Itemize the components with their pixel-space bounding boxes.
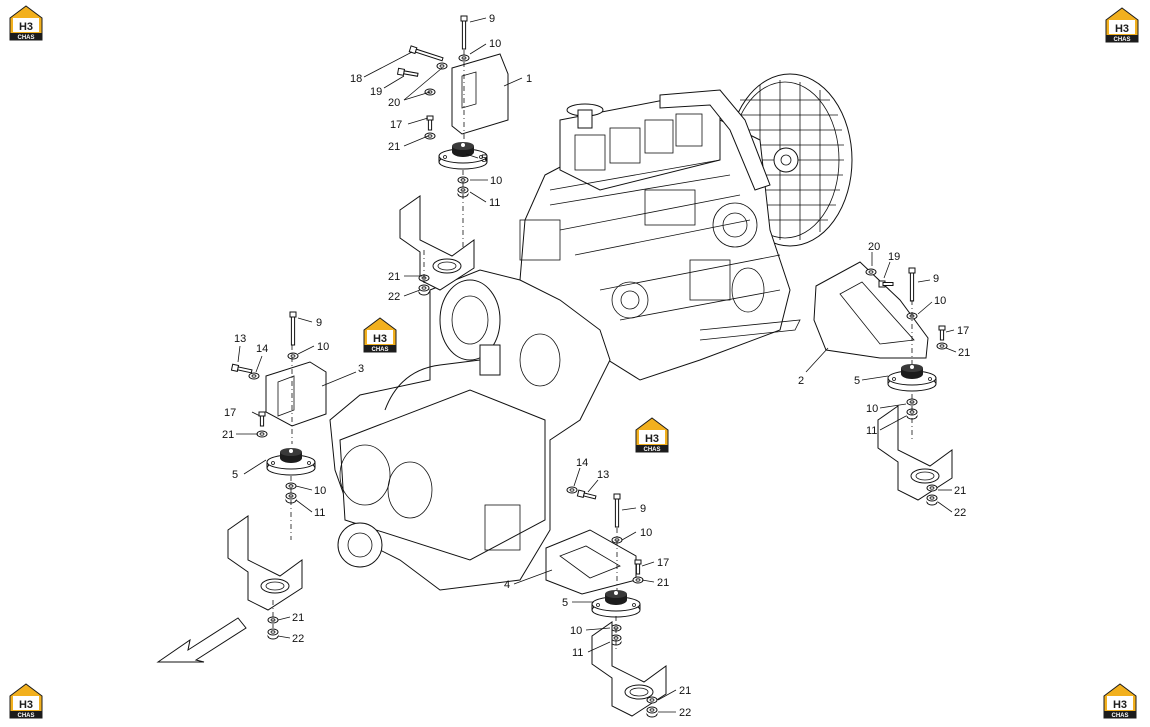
svg-text:H3: H3: [373, 333, 387, 345]
callout-10-right-lower: 10: [866, 403, 878, 415]
svg-text:CHAS: CHAS: [643, 447, 660, 453]
callout-21-right: 21: [958, 347, 970, 359]
leader-lines: [236, 17, 957, 713]
front-direction-arrow: [156, 617, 247, 663]
callout-5-left: 5: [232, 469, 238, 481]
callout-9-left: 9: [316, 317, 322, 329]
svg-text:CHAS: CHAS: [371, 347, 388, 353]
svg-text:CHAS: CHAS: [17, 35, 34, 41]
callout-10-bottom-lower: 10: [570, 625, 582, 637]
callout-9-right: 9: [933, 273, 939, 285]
callout-14-bottom: 14: [576, 457, 588, 469]
callout-17-top: 17: [390, 119, 402, 131]
mount-assembly-left: [227, 311, 327, 640]
brand-logo-bottom-left: H3 CHAS: [9, 683, 43, 719]
callout-5-bottom: 5: [562, 597, 568, 609]
brand-logo-top-right: H3 CHAS: [1105, 7, 1139, 43]
engine-block: [519, 89, 801, 381]
callout-10-left-lower: 10: [314, 485, 326, 497]
svg-text:H3: H3: [645, 433, 659, 445]
callout-5-top: 5: [481, 153, 487, 165]
callout-20-top: 20: [388, 97, 400, 109]
callout-13-bottom: 13: [597, 469, 609, 481]
callout-21-left: 21: [222, 429, 234, 441]
callout-10-top-lower: 10: [490, 175, 502, 187]
svg-text:CHAS: CHAS: [1113, 37, 1130, 43]
callout-13-left: 13: [234, 333, 246, 345]
mount-assembly-right: [813, 261, 953, 506]
callout-17-left: 17: [224, 407, 236, 419]
callout-11-right: 11: [866, 425, 877, 437]
callout-17-bottom: 17: [657, 557, 669, 569]
callout-10-right: 10: [934, 295, 946, 307]
callout-11-top: 11: [489, 197, 500, 209]
callout-21-top-lower: 21: [388, 271, 400, 283]
callout-21-bottom-lower: 21: [679, 685, 691, 697]
callout-17-right: 17: [957, 325, 969, 337]
callout-10-left: 10: [317, 341, 329, 353]
brand-logo-mid-left: H3 CHAS: [363, 317, 397, 353]
callout-9-top: 9: [489, 13, 495, 25]
svg-text:CHAS: CHAS: [1111, 713, 1128, 719]
bolt-19: [396, 67, 419, 77]
svg-text:H3: H3: [1113, 699, 1127, 711]
callout-11-bottom: 11: [572, 647, 583, 659]
brand-logo-bottom-right: H3 CHAS: [1103, 683, 1137, 719]
bolt-18: [408, 45, 444, 62]
callout-22-left: 22: [292, 633, 304, 645]
mount-assembly-bottom: [545, 486, 667, 718]
svg-text:H3: H3: [19, 699, 33, 711]
bolt-13-bottom: [576, 489, 597, 500]
callout-22-right: 22: [954, 507, 966, 519]
callout-1: 1: [526, 73, 532, 85]
svg-text:H3: H3: [19, 21, 33, 33]
brand-logo-top-left: H3 CHAS: [9, 5, 43, 41]
callout-3: 3: [358, 363, 364, 375]
callout-19-right: 19: [888, 251, 900, 263]
callout-21-right-lower: 21: [954, 485, 966, 497]
callout-21-left-lower: 21: [292, 612, 304, 624]
bolt-19-right: [878, 280, 894, 288]
callout-22-bottom: 22: [679, 707, 691, 719]
callout-18: 18: [350, 73, 362, 85]
callout-10-top: 10: [489, 38, 501, 50]
callout-9-bottom: 9: [640, 503, 646, 515]
callout-14-left: 14: [256, 343, 268, 355]
callout-4: 4: [504, 579, 510, 591]
callout-5-right: 5: [854, 375, 860, 387]
mount-assembly-top: [396, 15, 509, 296]
callout-22-top: 22: [388, 291, 400, 303]
support-bracket-3: [265, 361, 327, 427]
support-bracket-1: [451, 53, 509, 135]
brand-logo-center: H3 CHAS: [635, 417, 669, 453]
callout-10-bottom: 10: [640, 527, 652, 539]
callout-20-right: 20: [868, 241, 880, 253]
callout-2: 2: [798, 375, 804, 387]
callout-11-left: 11: [314, 507, 325, 519]
callout-labels: 9 10 1 18 19 20 17 21 5 10 11 21 22 9 10…: [222, 13, 970, 719]
transmission-housing: [329, 269, 611, 591]
bolt-13-left: [230, 363, 253, 374]
callout-21-bottom: 21: [657, 577, 669, 589]
callout-21-top: 21: [388, 141, 400, 153]
svg-text:CHAS: CHAS: [17, 713, 34, 719]
svg-text:H3: H3: [1115, 23, 1129, 35]
callout-19-top: 19: [370, 86, 382, 98]
